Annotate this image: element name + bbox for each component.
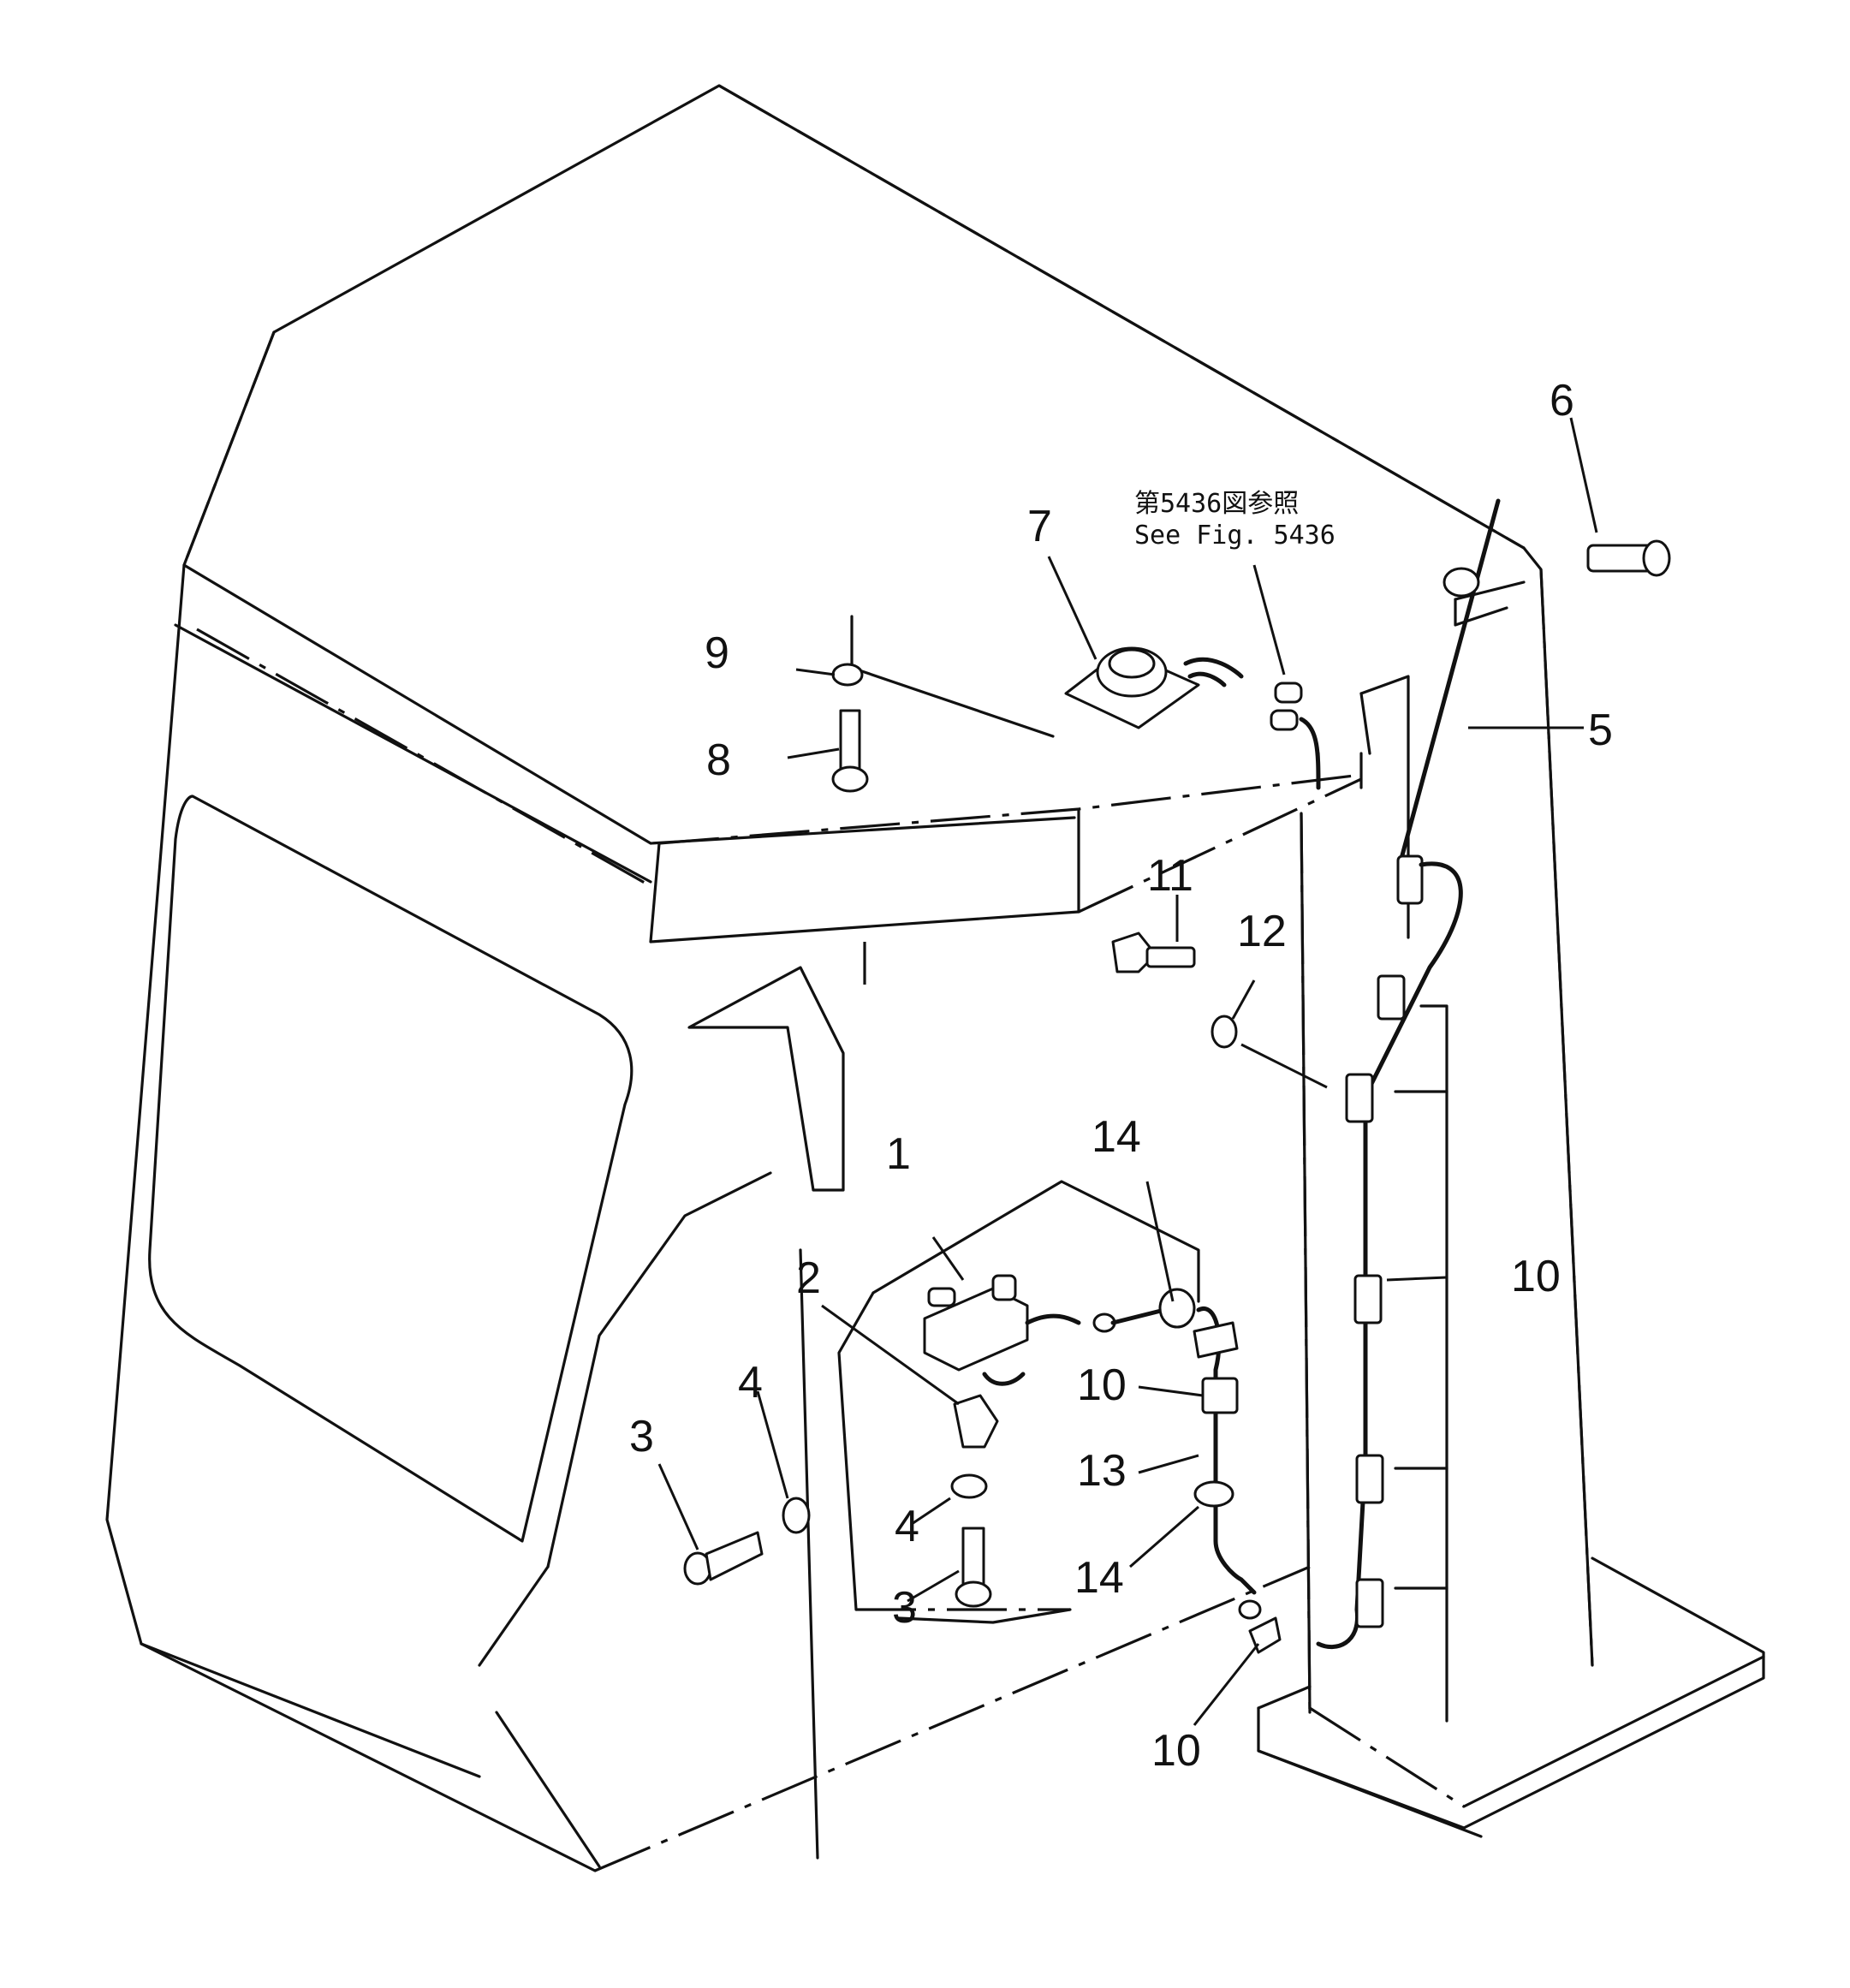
- bolt-3-bottom: [955, 1527, 992, 1608]
- antenna-5: [1316, 498, 1501, 1650]
- callout-2: 2: [796, 1253, 821, 1303]
- callout-14-lower: 14: [1074, 1553, 1124, 1603]
- clamp-10-pillar: [1345, 974, 1406, 1628]
- washer-4-side: [782, 1497, 811, 1534]
- callout-1: 1: [886, 1129, 911, 1179]
- callout-4-bottom: 4: [895, 1502, 919, 1551]
- callout-3-bottom: 3: [892, 1583, 917, 1633]
- relay-unit-1: [923, 1274, 1196, 1386]
- bolt-3-side: [683, 1531, 764, 1586]
- bracket-2: [953, 1394, 999, 1449]
- harness-connector: [1270, 682, 1321, 790]
- callout-10-pillar: 10: [1511, 1252, 1561, 1301]
- harness-13: [1193, 1306, 1262, 1620]
- cab-body: [105, 84, 1526, 1872]
- bolt-8: [831, 709, 869, 793]
- callout-3-side: 3: [629, 1412, 654, 1461]
- bolt-6: [1586, 539, 1671, 577]
- callout-13: 13: [1077, 1446, 1127, 1496]
- callout-14-upper: 14: [1092, 1112, 1141, 1162]
- bolt-11: [1111, 932, 1196, 973]
- washer-12: [1211, 1015, 1238, 1049]
- callout-5: 5: [1588, 705, 1613, 755]
- callout-9: 9: [705, 628, 729, 678]
- washer-4-bottom: [950, 1473, 988, 1499]
- leader-lines: [657, 417, 1598, 1726]
- callout-10-harness: 10: [1077, 1360, 1127, 1410]
- horn-speaker: [1064, 646, 1244, 729]
- rear-pillar: [1257, 546, 1765, 1838]
- callout-11: 11: [1147, 851, 1193, 901]
- callout-12: 12: [1237, 907, 1287, 956]
- reference-note-en: See Fig. 5436: [1134, 521, 1335, 551]
- reference-note-jp: 第5436図参照: [1134, 489, 1299, 519]
- callout-8: 8: [706, 735, 731, 785]
- callout-10-bottom: 10: [1151, 1726, 1201, 1776]
- callout-6: 6: [1550, 376, 1574, 426]
- callout-4-side: 4: [738, 1358, 763, 1408]
- callout-7: 7: [1027, 502, 1052, 551]
- grommet-14-lower: [1193, 1480, 1234, 1508]
